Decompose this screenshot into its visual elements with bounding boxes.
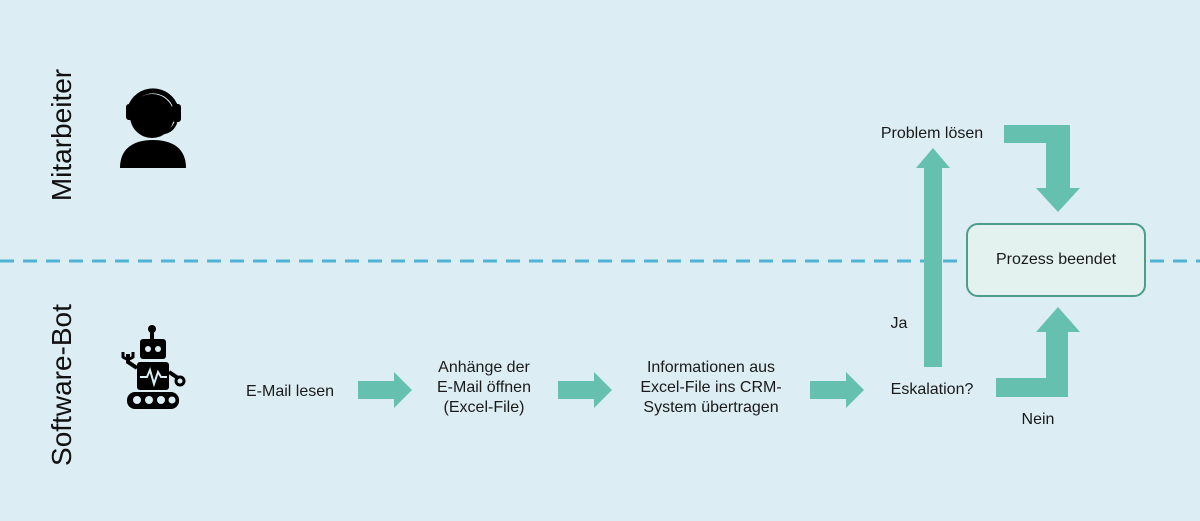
arrow-no-to-end — [996, 307, 1080, 397]
end-box-label: Prozess beendet — [995, 251, 1117, 268]
step-read-email: E-Mail lesen — [245, 383, 335, 400]
headset-person-icon — [120, 88, 186, 168]
step-open-attachments-line1: Anhänge der — [438, 359, 530, 376]
branch-yes-label: Ja — [890, 315, 908, 332]
step-open-attachments-line2: E-Mail öffnen — [437, 379, 531, 396]
step-open-attachments-line3: (Excel-File) — [443, 399, 525, 416]
lane-label-employee: Mitarbeiter — [46, 68, 77, 202]
step-solve-problem: Problem lösen — [880, 125, 984, 142]
lane-label-bot: Software-Bot — [46, 304, 77, 466]
arrow-yes-up — [916, 148, 950, 367]
step-transfer-info-line1: Informationen aus — [646, 359, 776, 376]
arrow-open-to-transfer — [558, 372, 612, 408]
robot-icon — [121, 325, 186, 409]
step-transfer-info: Informationen aus Excel-File ins CRM- Sy… — [618, 358, 804, 418]
end-box: Prozess beendet — [966, 223, 1146, 297]
step-open-attachments: Anhänge der E-Mail öffnen (Excel-File) — [416, 358, 552, 418]
arrow-read-to-open — [358, 372, 412, 408]
step-escalation: Eskalation? — [890, 381, 974, 398]
arrow-solve-to-end — [1004, 125, 1080, 212]
step-transfer-info-line2: Excel-File ins CRM- — [640, 379, 782, 396]
branch-no-label: Nein — [1021, 411, 1055, 428]
step-transfer-info-line3: System übertragen — [643, 399, 779, 416]
arrow-transfer-to-escalation — [810, 372, 864, 408]
